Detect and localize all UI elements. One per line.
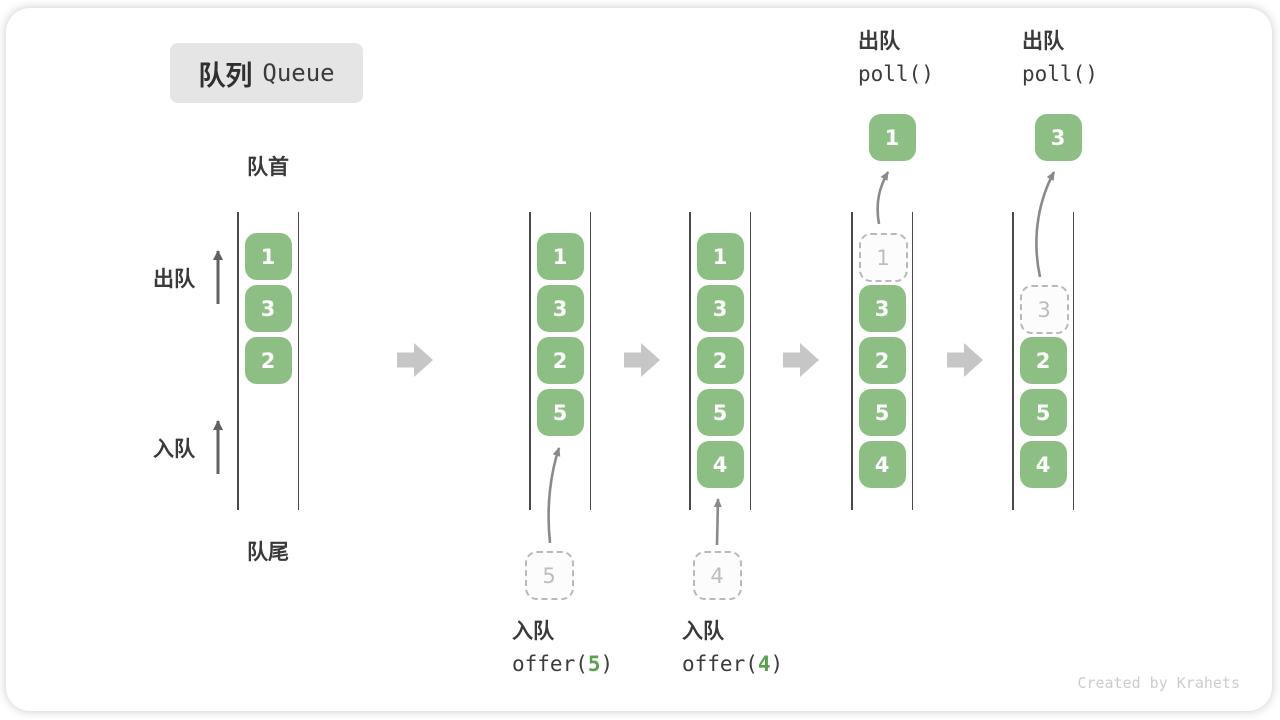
- queue-wall-left: [851, 212, 853, 510]
- queue-cell: 3: [696, 285, 744, 332]
- op-action-text: 入队: [682, 619, 724, 643]
- op-code-pre: offer(: [512, 652, 588, 676]
- queue-cell: 1: [244, 233, 292, 280]
- op-code-text: offer(5): [512, 654, 613, 675]
- queue-cell: 2: [696, 337, 744, 384]
- queue-cell: 5: [858, 389, 906, 436]
- op-action-text: 入队: [512, 619, 554, 643]
- op-code-text: offer(4): [682, 654, 783, 675]
- queue-cell: 4: [1019, 441, 1067, 488]
- ghost-cell: 1: [858, 233, 908, 282]
- title-badge: 队列 Queue: [170, 43, 363, 103]
- queue-cell: 3: [244, 285, 292, 332]
- op-code-pre: poll(): [1022, 62, 1098, 86]
- op-code-post: ): [770, 652, 784, 676]
- queue-wall-right: [297, 212, 299, 510]
- queue-wall-right: [749, 212, 751, 510]
- watermark: Created by Krahets: [1077, 674, 1240, 692]
- op-code-pre: poll(): [858, 62, 934, 86]
- queue-cell: 2: [1019, 337, 1067, 384]
- incoming-ghost-cell: 4: [692, 551, 742, 600]
- queue-wall-left: [689, 212, 691, 510]
- queue-cell: 2: [244, 337, 292, 384]
- queue-wall-left: [529, 212, 531, 510]
- enqueue-op-label: 入队 offer(5): [512, 621, 613, 675]
- queue-cell: 3: [858, 285, 906, 332]
- dequeue-side-label: 出队: [153, 267, 195, 291]
- queue-cell: 5: [696, 389, 744, 436]
- queue-cell: 5: [1019, 389, 1067, 436]
- queue-front-label: 队首: [247, 155, 289, 179]
- op-action-text: 出队: [858, 29, 900, 53]
- ghost-cell: 3: [1019, 285, 1069, 334]
- queue-cell: 1: [696, 233, 744, 280]
- queue-wall-right: [1072, 212, 1074, 510]
- dequeue-op-label: 出队 poll(): [858, 31, 934, 85]
- queue-rear-label: 队尾: [247, 540, 289, 564]
- queue-cell: 2: [536, 337, 584, 384]
- queue-cell: 3: [536, 285, 584, 332]
- op-code-post: ): [600, 652, 614, 676]
- queue-cell: 2: [858, 337, 906, 384]
- op-code-arg: 4: [757, 652, 771, 676]
- queue-wall-left: [1012, 212, 1014, 510]
- queue-wall-left: [237, 212, 239, 510]
- op-code-text: poll(): [1022, 64, 1098, 85]
- op-action-text: 出队: [1022, 29, 1064, 53]
- popped-cell: 1: [868, 114, 916, 161]
- op-code-arg: 5: [587, 652, 601, 676]
- op-code-pre: offer(: [682, 652, 758, 676]
- incoming-ghost-cell: 5: [524, 551, 574, 600]
- queue-wall-right: [589, 212, 591, 510]
- enqueue-side-label: 入队: [153, 437, 195, 461]
- title-en: Queue: [262, 59, 335, 87]
- title-zh: 队列: [198, 60, 253, 92]
- queue-cell: 4: [858, 441, 906, 488]
- queue-cell: 4: [696, 441, 744, 488]
- queue-cell: 5: [536, 389, 584, 436]
- op-code-text: poll(): [858, 64, 934, 85]
- popped-cell: 3: [1034, 114, 1082, 161]
- dequeue-op-label: 出队 poll(): [1022, 31, 1098, 85]
- queue-cell: 1: [536, 233, 584, 280]
- enqueue-op-label: 入队 offer(4): [682, 621, 783, 675]
- queue-wall-right: [911, 212, 913, 510]
